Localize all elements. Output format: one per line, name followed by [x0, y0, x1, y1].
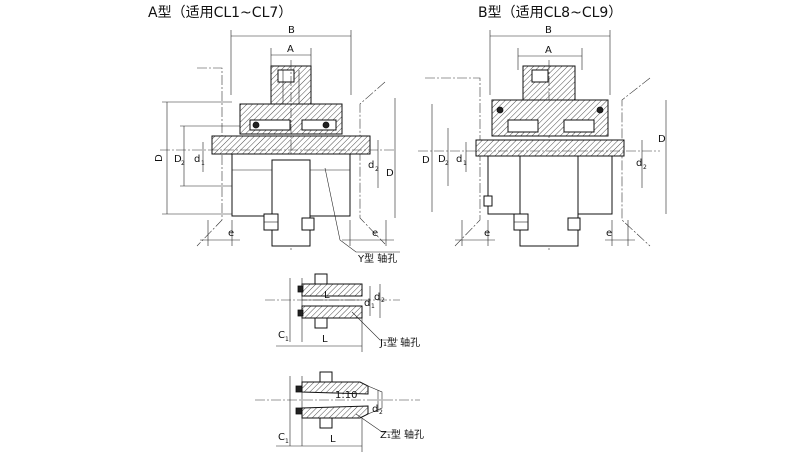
bore-j1-d1: d — [364, 298, 370, 309]
bore-j1-l: L — [322, 334, 328, 345]
type-a-title: A型（适用CL1~CL7） — [148, 5, 292, 21]
type-b-dim-a-label: A — [545, 45, 552, 56]
type-b-hub-section — [475, 139, 625, 157]
type-a-dim-d2: D — [174, 154, 182, 165]
bore-z1-taper: 1:10 — [335, 390, 357, 401]
type-b-dim-d1: d — [456, 154, 462, 165]
type-b-dim-d2: D — [438, 154, 446, 165]
type-b-dim-d1-sub: 1 — [463, 160, 467, 167]
bore-j1-note: J₁型 轴孔 — [379, 336, 420, 349]
type-b-dim-e-left: e — [484, 228, 490, 239]
bore-j1-c1-sub: 1 — [285, 336, 289, 343]
bore-j1-lower — [301, 305, 363, 319]
bore-z1-note: Z₁型 轴孔 — [380, 428, 424, 441]
bore-z1-diagram: 1:10 d 2 L C 1 Z₁型 轴孔 — [255, 371, 424, 452]
type-a-dim-e-left: e — [228, 228, 234, 239]
type-a-dim-d-right: D — [386, 168, 394, 179]
type-a-dim-d2-right: d — [368, 160, 374, 171]
type-a-dim-e-right: e — [372, 228, 378, 239]
type-a-dim-d2-sub: 2 — [181, 160, 185, 167]
bore-j1-c1: C — [278, 330, 285, 341]
type-a-dim-d1-sub: 1 — [201, 160, 205, 167]
type-b-dim-d-left: D — [422, 155, 430, 166]
type-b-dim-d-right: D — [658, 134, 666, 145]
bore-j1-l-inner: L — [324, 290, 330, 301]
type-b-dim-e-right: e — [606, 228, 612, 239]
bore-z1-d: d — [372, 404, 378, 415]
bore-j1-d1-sub: 1 — [371, 303, 375, 310]
bore-j1-d2-sub: 2 — [381, 297, 385, 304]
type-a-dim-d1: d — [194, 154, 200, 165]
bore-z1-lower — [301, 405, 369, 419]
type-b-dim-d2-right-sub: 2 — [643, 164, 647, 171]
bore-z1-c1: C — [278, 432, 285, 443]
type-a-dim-d-left: D — [154, 154, 165, 162]
bore-z1-d-sub: 2 — [379, 409, 383, 416]
type-b-diagram: B型（适用CL8~CL9） B A D D 2 d 1 — [418, 5, 667, 250]
dim-b-label: B — [288, 25, 295, 36]
type-b-title: B型（适用CL8~CL9） — [478, 5, 622, 21]
bore-j1-diagram: L L C 1 d 1 d 2 J₁型 轴孔 — [265, 273, 420, 352]
type-b-dim-d2-right: d — [636, 158, 642, 169]
bore-j1-d2: d — [374, 292, 380, 303]
bore-j1-upper — [301, 283, 363, 297]
bore-z1-c1-sub: 1 — [285, 438, 289, 445]
type-a-diagram: A型（适用CL1~CL7） B A — [148, 5, 400, 265]
type-a-bore-note: Y型 轴孔 — [357, 252, 397, 265]
dim-a-label: A — [287, 44, 294, 55]
bore-z1-l: L — [330, 434, 336, 445]
type-b-dim-d2-sub: 2 — [445, 160, 449, 167]
type-a-dim-d2-right-sub: 2 — [375, 166, 379, 173]
type-b-dim-b-label: B — [545, 25, 552, 36]
